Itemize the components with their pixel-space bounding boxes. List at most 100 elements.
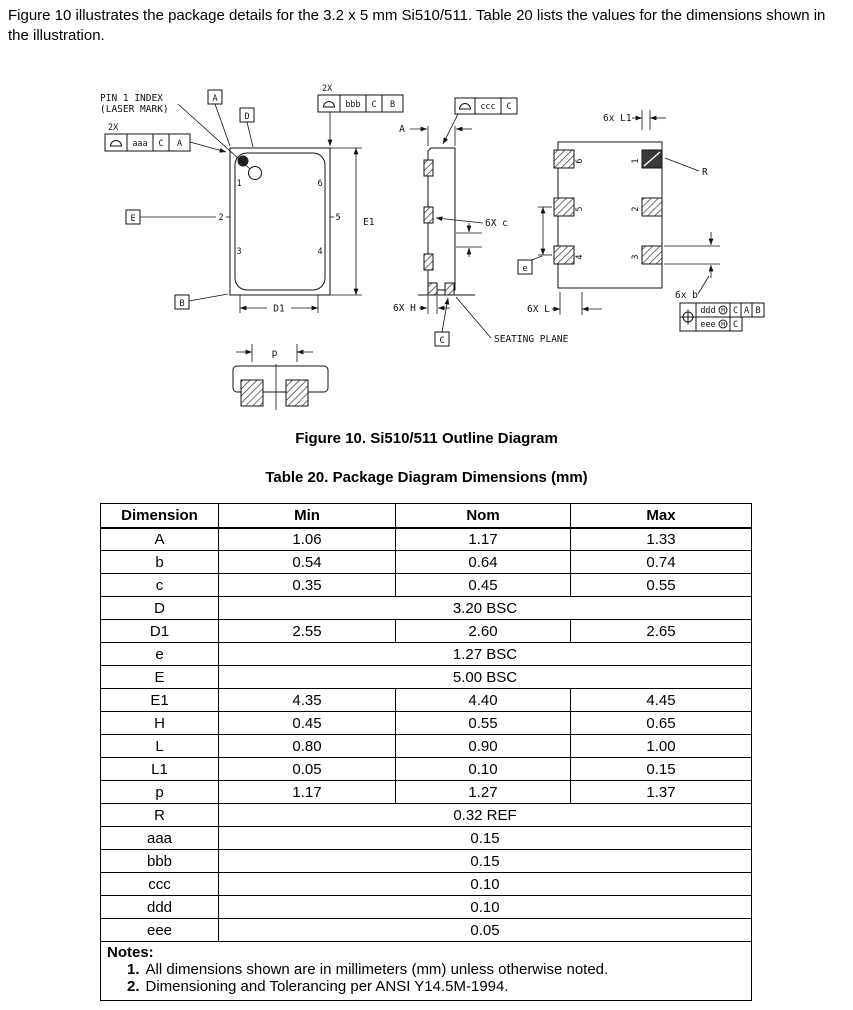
max-cell: 4.45 xyxy=(570,688,752,712)
dimension-cell: bbb xyxy=(100,849,219,873)
bottom-view: 6 5 4 1 2 3 6x L1 R e xyxy=(517,110,765,332)
figure-caption: Figure 10. Si510/511 Outline Diagram xyxy=(295,430,558,447)
dimension-cell: p xyxy=(100,780,219,804)
max-cell: 0.65 xyxy=(570,711,752,735)
laser-mark-label: (LASER MARK) xyxy=(100,104,169,115)
datum-b-label: B xyxy=(179,299,184,309)
value-span-cell: 0.05 xyxy=(218,918,752,942)
dim-6x-b: 6x b xyxy=(664,232,720,301)
value-span-cell: 5.00 BSC xyxy=(218,665,752,689)
nom-cell: 1.27 xyxy=(395,780,571,804)
fcf-position: ddd M C A B eee M C xyxy=(679,302,765,332)
bottom-pad xyxy=(553,245,575,265)
value-span-cell: 0.32 REF xyxy=(218,803,752,827)
note-item-2: 2. Dimensioning and Tolerancing per ANSI … xyxy=(107,978,745,995)
fcf-aaa: 2X aaa C A xyxy=(104,123,227,153)
profile-foot xyxy=(285,379,309,407)
value-span-cell: 3.20 BSC xyxy=(218,596,752,620)
notes-row: Notes: 1.All dimensions shown are in mil… xyxy=(100,941,752,1001)
min-cell: 2.55 xyxy=(218,619,396,643)
pin-number: 6 xyxy=(317,179,322,189)
pin-number: 6 xyxy=(575,158,585,163)
dim-6x-l: 6X L xyxy=(527,292,602,315)
dim-6x-h: 6X H xyxy=(393,296,450,314)
note-item-1: 1.All dimensions shown are in millimeter… xyxy=(107,961,745,978)
note-number: 2. xyxy=(127,978,140,995)
fcf-bbb: 2X bbb C B xyxy=(317,84,404,146)
col-header-nom: Nom xyxy=(395,503,571,529)
pin1-index-circle xyxy=(248,166,262,180)
tol-aaa-label: aaa xyxy=(132,139,147,149)
pin-number: 4 xyxy=(317,247,322,257)
dimension-cell: E xyxy=(100,665,219,689)
min-cell: 0.45 xyxy=(218,711,396,735)
datum-b-box xyxy=(174,294,190,310)
intro-text: Figure 10 illustrates the package detail… xyxy=(8,7,826,45)
dim-6x-l1: 6x L1 xyxy=(603,110,666,130)
max-cell: 2.65 xyxy=(570,619,752,643)
six-b-label: 6x b xyxy=(675,290,698,301)
nom-cell: 0.55 xyxy=(395,711,571,735)
col-header-min: Min xyxy=(218,503,396,529)
tol-bbb-label: bbb xyxy=(345,100,360,110)
nom-cell: 4.40 xyxy=(395,688,571,712)
bottom-pad xyxy=(553,197,575,217)
table-header-row: Dimension Min Nom Max xyxy=(100,503,752,529)
bottom-pad xyxy=(553,149,575,169)
side-pad xyxy=(423,253,434,271)
dimension-cell: R xyxy=(100,803,219,827)
dimension-cell: aaa xyxy=(100,826,219,850)
note-number: 1. xyxy=(127,961,140,978)
dim-e-label: e xyxy=(522,264,527,274)
tol-bbb-datum1: C xyxy=(371,100,376,110)
dim-a-label: A xyxy=(399,124,405,135)
dim-e-box xyxy=(517,259,533,275)
dim-e1: E1 xyxy=(330,147,375,296)
mmc-symbol xyxy=(718,319,728,329)
col-header-dimension: Dimension xyxy=(100,503,219,529)
pin-number: 2 xyxy=(631,206,641,211)
qty-2x-label: 2X xyxy=(108,123,119,133)
profile-symbol xyxy=(109,140,123,147)
min-cell: 1.06 xyxy=(218,527,396,551)
value-span-cell: 0.10 xyxy=(218,895,752,919)
min-cell: 0.54 xyxy=(218,550,396,574)
profile-symbol xyxy=(458,103,472,110)
dimension-cell: b xyxy=(100,550,219,574)
fcf-ccc: ccc C xyxy=(442,97,518,145)
max-cell: 0.15 xyxy=(570,757,752,781)
dim-r-label: R xyxy=(702,167,708,178)
datum-c-label: C xyxy=(439,336,444,346)
dimension-cell: E1 xyxy=(100,688,219,712)
tol-ccc-label: ccc xyxy=(480,102,495,112)
pos2-datum1: C xyxy=(733,320,738,330)
max-cell: 1.33 xyxy=(570,527,752,551)
dimension-cell: e xyxy=(100,642,219,666)
nom-cell: 0.45 xyxy=(395,573,571,597)
dimension-cell: A xyxy=(100,527,219,551)
min-cell: 0.35 xyxy=(218,573,396,597)
datum-a-label: A xyxy=(212,94,217,104)
max-cell: 0.74 xyxy=(570,550,752,574)
pin1-index-label: PIN 1 INDEX xyxy=(100,93,163,104)
pos-datum2: A xyxy=(744,306,749,316)
six-h-label: 6X H xyxy=(393,303,416,314)
note-text: Dimensioning and Tolerancing per ANSI Y1… xyxy=(145,978,509,995)
pos-datum1: C xyxy=(733,306,738,316)
dim-p: p xyxy=(236,344,313,362)
tol-eee-label: eee xyxy=(700,320,715,330)
top-view: PIN 1 INDEX (LASER MARK) A D 2X aaa C A xyxy=(100,84,404,315)
profile-symbol xyxy=(322,101,336,108)
pin1-laser-mark xyxy=(237,155,249,167)
min-cell: 1.17 xyxy=(218,780,396,804)
